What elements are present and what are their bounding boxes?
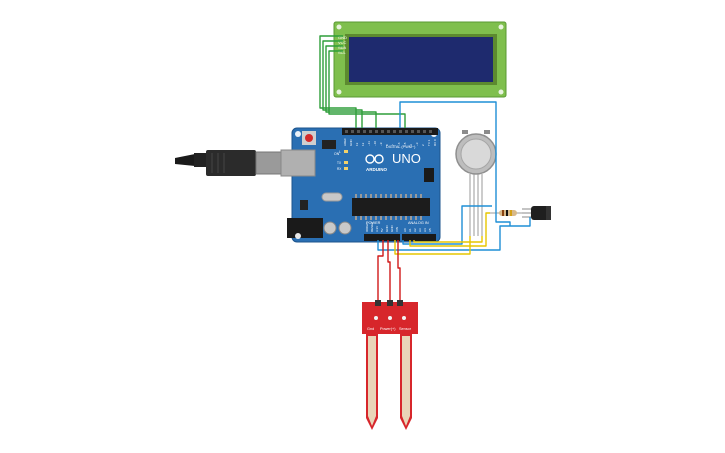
digital-header-label: DIGITAL (PWM~) — [386, 145, 416, 149]
svg-text:A5: A5 — [428, 228, 432, 232]
wire-lcd-scl — [328, 50, 406, 128]
on-label: ON — [334, 152, 340, 156]
probe-right — [402, 336, 410, 416]
analog-header — [402, 234, 436, 241]
svg-text:7: 7 — [391, 144, 395, 146]
svg-text:GND: GND — [385, 225, 389, 233]
wire-red-3 — [397, 240, 401, 300]
svg-text:~5: ~5 — [403, 142, 407, 146]
svg-text:4: 4 — [409, 144, 413, 146]
wire-lcd-vcc — [322, 40, 363, 128]
svg-text:A0: A0 — [403, 228, 407, 232]
svg-text:~3: ~3 — [415, 142, 419, 146]
wire-blue-top — [399, 101, 511, 226]
led-l-label: L — [339, 150, 341, 154]
lcd-pin-sda: SDA — [338, 45, 347, 50]
reset-button-icon[interactable] — [302, 131, 316, 145]
wire-yellow-1 — [394, 236, 471, 255]
power-pin-labels: IOREF RESET 3.3V 5V GND GND VIN — [365, 222, 399, 232]
arduino-logo-icon — [365, 154, 384, 164]
moisture-pin-gnd: Gnd — [367, 327, 374, 331]
svg-text:A1: A1 — [408, 228, 412, 232]
svg-text:GND: GND — [390, 225, 394, 233]
svg-text:AREF: AREF — [343, 138, 347, 146]
digital-pin-labels: AREF GND 13 12 ~11 ~10 ~9 8 7 ~6 ~5 4 ~3… — [343, 138, 437, 146]
svg-text:RX 0: RX 0 — [433, 139, 437, 146]
crystal — [321, 192, 343, 202]
gas-sensor-icon[interactable] — [455, 130, 497, 236]
svg-text:RESET: RESET — [370, 222, 374, 232]
usb-cable-icon[interactable] — [175, 150, 287, 176]
wires — [319, 35, 531, 300]
svg-text:TX 1: TX 1 — [427, 139, 431, 146]
led-rx-label: RX — [337, 167, 342, 171]
svg-text:~11: ~11 — [367, 141, 371, 146]
temperature-sensor-icon[interactable] — [522, 206, 551, 220]
wire-yellow-2 — [409, 212, 490, 247]
svg-text:~10: ~10 — [373, 141, 377, 146]
moisture-pin-labels: Gnd Power(+) Sensor — [367, 327, 412, 331]
svg-text:VIN: VIN — [395, 227, 399, 232]
lcd-module[interactable]: GND VCC SDA SCL — [333, 21, 507, 98]
wire-blue-bottom — [377, 217, 531, 251]
wire-red-2 — [387, 240, 391, 300]
svg-text:~9: ~9 — [379, 142, 383, 146]
analog-pin-labels: A0 A1 A2 A3 A4 A5 — [403, 228, 432, 232]
svg-text:~6: ~6 — [397, 142, 401, 146]
svg-text:A2: A2 — [413, 228, 417, 232]
wire-yellow-3 — [413, 236, 483, 243]
svg-text:GND: GND — [349, 139, 353, 147]
svg-text:8: 8 — [385, 144, 389, 146]
atmega-chip — [352, 198, 430, 216]
svg-text:A3: A3 — [418, 228, 422, 232]
power-header — [364, 234, 400, 241]
board-sub-brand: ARDUINO — [366, 167, 387, 172]
svg-text:3.3V: 3.3V — [375, 226, 379, 232]
arduino-uno-board[interactable]: UNO ARDUINO DIGITAL (PWM~) POWER ANALOG … — [280, 127, 441, 243]
analog-header-label: ANALOG IN — [408, 221, 429, 225]
power-header-label: POWER — [366, 221, 381, 225]
probe-left — [368, 336, 376, 416]
svg-text:IOREF: IOREF — [365, 223, 369, 232]
board-brand: UNO — [392, 151, 421, 166]
usb-jack — [280, 149, 316, 177]
led-tx-label: TX — [337, 161, 342, 165]
wire-red-1 — [377, 240, 384, 300]
lcd-pin-gnd: GND — [338, 35, 347, 40]
status-leds: L TX RX — [337, 150, 348, 171]
power-jack — [287, 218, 323, 238]
lcd-pin-vcc: VCC — [338, 40, 347, 45]
wire-lcd-sda — [325, 45, 377, 128]
moisture-pin-sensor: Sensor — [399, 327, 412, 331]
svg-text:2: 2 — [421, 144, 425, 146]
svg-text:5V: 5V — [380, 228, 384, 232]
svg-text:13: 13 — [355, 142, 359, 146]
moisture-sensor[interactable]: Gnd Power(+) Sensor — [362, 300, 418, 430]
moisture-pin-power: Power(+) — [380, 327, 396, 331]
lcd-pin-scl: SCL — [338, 50, 347, 55]
wire-blue-mid — [402, 205, 492, 245]
lcd-pin-labels: GND VCC SDA SCL — [338, 35, 347, 55]
svg-text:A4: A4 — [423, 228, 427, 232]
lcd-screen — [349, 37, 493, 82]
svg-text:12: 12 — [361, 142, 365, 146]
